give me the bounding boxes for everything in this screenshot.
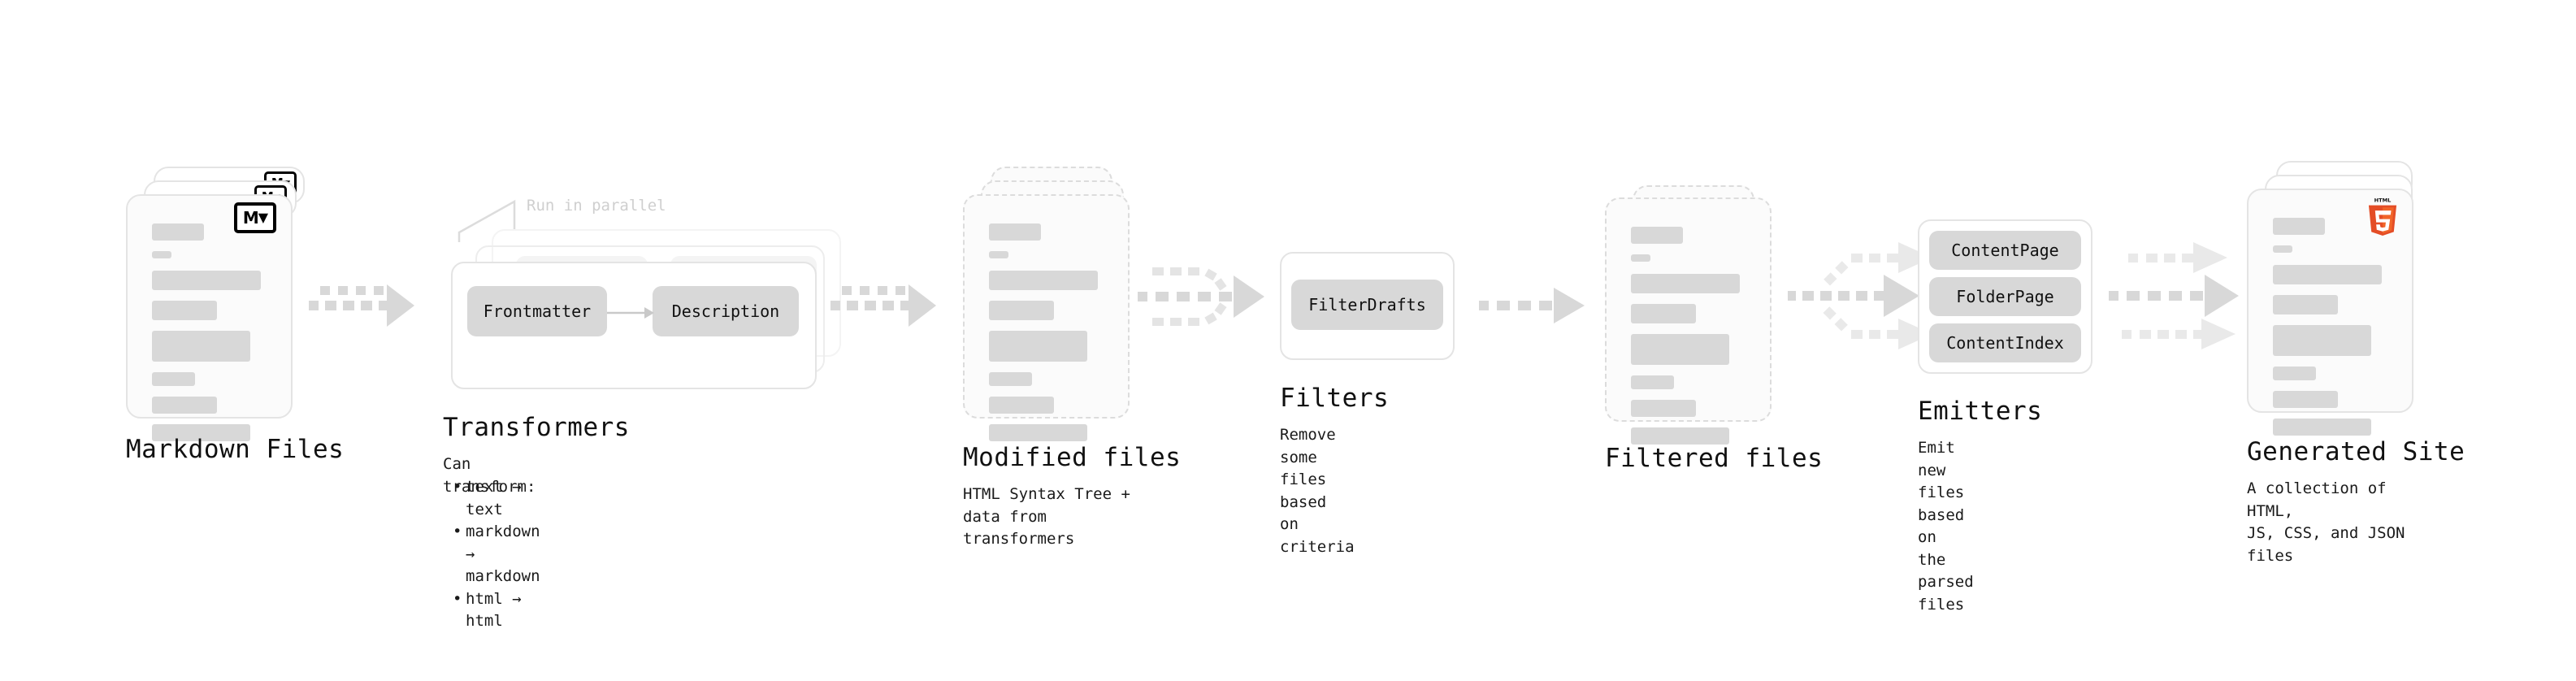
filtered-file-stack	[1605, 185, 1792, 445]
filters-desc: Remove some files based on criteria	[1280, 426, 1355, 556]
emitters-title: Emitters	[1918, 397, 2043, 426]
emitters-chip-contentindex[interactable]: ContentIndex	[1929, 323, 2081, 362]
transformers-desc-item: markdown → markdown	[453, 521, 540, 588]
stage-filtered-files: Filtered files	[1605, 185, 1823, 473]
run-in-parallel-callout-icon	[458, 199, 516, 242]
emitters-desc: Emit new files based on the parsed files	[1918, 439, 1974, 614]
arrow-markdown-to-transformers	[309, 284, 414, 327]
generated-site-stack: HTML	[2247, 161, 2442, 436]
arrow-filters-to-filtered	[1479, 288, 1585, 323]
stage-markdown-files: M▼ M▼ M▼ Markdown Files	[126, 167, 344, 464]
filters-title: Filters	[1280, 384, 1390, 413]
html5-badge-icon: HTML	[2368, 197, 2397, 236]
transformer-chip-description[interactable]: Description	[653, 286, 799, 336]
filtered-files-title: Filtered files	[1605, 444, 1824, 473]
modified-card-front	[963, 194, 1130, 441]
html5-badge-label: HTML	[2374, 197, 2392, 204]
generated-site-title: Generated Site	[2247, 437, 2465, 466]
arrow-modified-to-filters-merge	[1138, 267, 1264, 326]
transformers-desc-item: html → html	[453, 588, 540, 633]
modified-card-content	[965, 196, 1128, 441]
generated-site-desc: A collection of HTML, JS, CSS, and JSON …	[2247, 479, 2405, 565]
markdown-card-content	[128, 196, 291, 441]
transformers-title: Transformers	[443, 413, 630, 442]
arrow-filtered-to-emitters-split	[1788, 242, 1932, 349]
transformers-desc-item: text → text	[453, 476, 540, 521]
markdown-files-title: Markdown Files	[126, 435, 345, 464]
emitters-chip-contentpage[interactable]: ContentPage	[1929, 231, 2081, 270]
markdown-card-front	[126, 194, 293, 441]
filtered-card-content	[1607, 199, 1770, 445]
modified-file-stack	[963, 167, 1150, 441]
site-card-content	[2249, 190, 2412, 436]
filtered-card-front	[1605, 197, 1772, 445]
filters-chip-filterdrafts[interactable]: FilterDrafts	[1291, 280, 1443, 330]
modified-files-desc: HTML Syntax Tree + data from transformer…	[963, 485, 1130, 549]
stage-modified-files: Modified files HTML Syntax Tree + data f…	[963, 167, 1181, 548]
md-badge-icon: M▼	[234, 202, 276, 233]
markdown-file-stack: M▼ M▼ M▼	[126, 167, 313, 441]
transformer-arrow-icon	[607, 307, 654, 319]
modified-files-title: Modified files	[963, 443, 1182, 472]
transformers-desc-list: text → text markdown → markdown html → h…	[453, 476, 540, 633]
run-in-parallel-label: Run in parallel	[527, 197, 666, 215]
arrow-transformers-to-modified	[830, 284, 936, 327]
arrow-emitters-to-site	[2109, 242, 2239, 349]
emitters-chip-folderpage[interactable]: FolderPage	[1929, 277, 2081, 316]
transformer-chip-frontmatter[interactable]: Frontmatter	[467, 286, 607, 336]
stage-generated-site: HTML Generated Site A collection of HTML…	[2247, 161, 2465, 565]
